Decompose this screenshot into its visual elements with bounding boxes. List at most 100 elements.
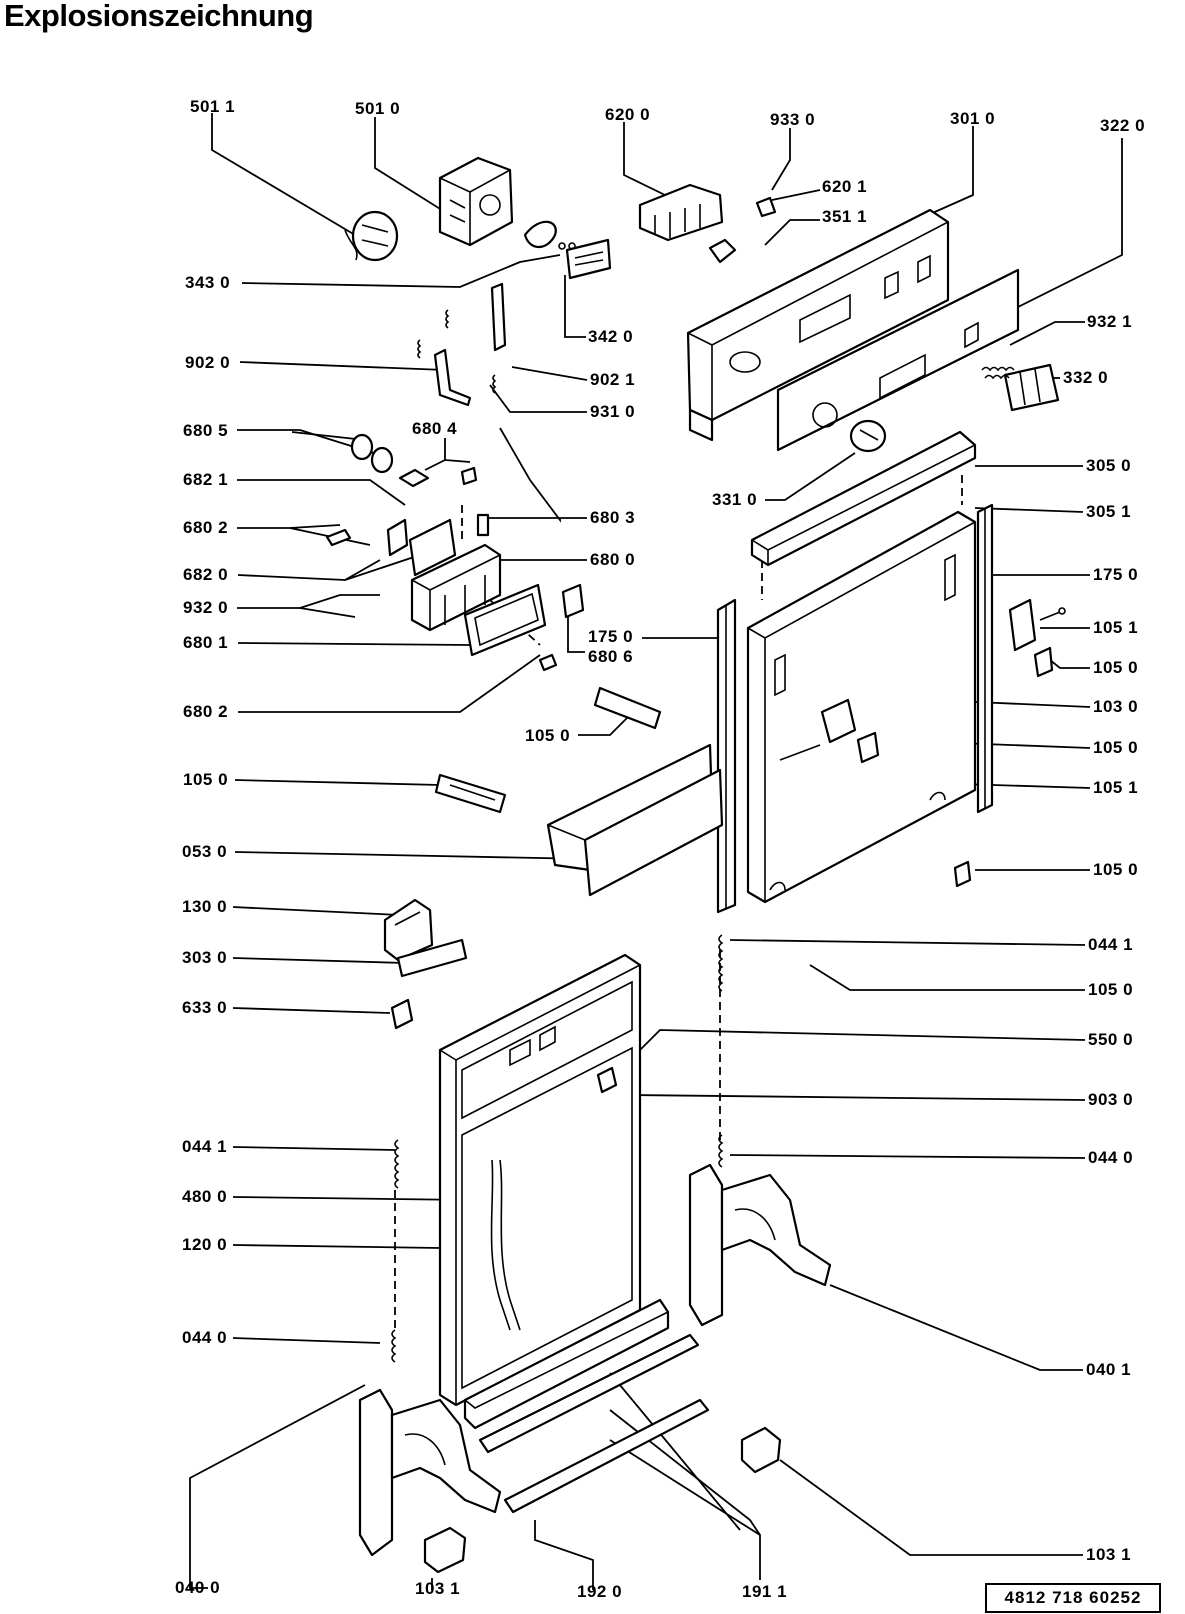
part-label: 620 0	[605, 105, 651, 124]
part-620-0-switch-block	[638, 183, 724, 242]
part-label: 902 1	[590, 370, 636, 389]
part-label: 682 0	[183, 565, 229, 584]
springs	[391, 309, 724, 1363]
part-label: 192 0	[577, 1582, 623, 1601]
part-680-0-dispenser	[410, 543, 502, 632]
part-bottom-strip	[463, 1298, 670, 1430]
part-label: 105 0	[1093, 860, 1139, 879]
part-680-6-clip	[561, 583, 585, 619]
part-label: 322 0	[1100, 116, 1146, 135]
part-305-0-seal-strip	[750, 430, 977, 567]
part-label: 105 1	[1093, 618, 1139, 637]
part-680-5-rings	[350, 433, 394, 474]
part-633-0-clip	[390, 998, 414, 1030]
part-label: 680 5	[183, 421, 229, 440]
part-label: 343 0	[185, 273, 231, 292]
part-label: 103 0	[1093, 697, 1139, 716]
part-label: 105 0	[1093, 738, 1139, 757]
part-332-0-buttons	[1003, 363, 1060, 412]
part-label: 303 0	[182, 948, 228, 967]
part-105-0-clip-a	[1033, 646, 1054, 678]
part-053-0-handle-panel	[546, 743, 724, 897]
part-331-0-knob	[849, 419, 887, 453]
part-label: 342 0	[588, 327, 634, 346]
part-label: 351 1	[822, 207, 868, 226]
part-105-0-clip-b	[856, 731, 880, 764]
part-105-1-hinge-catch	[1008, 598, 1066, 652]
part-label: 105 0	[1093, 658, 1139, 677]
part-label: 305 0	[1086, 456, 1132, 475]
part-680-2-pins	[325, 528, 558, 672]
part-label: 331 0	[712, 490, 758, 509]
part-130-0-lock	[383, 898, 434, 962]
part-label: 103 1	[1086, 1545, 1132, 1564]
part-label: 501 1	[190, 97, 236, 116]
part-label: 040 1	[1086, 1360, 1132, 1379]
part-040-1-hinge-right	[688, 1163, 832, 1327]
part-680-4-parts	[398, 466, 478, 488]
part-label: 680 3	[590, 508, 636, 527]
part-label: 680 0	[590, 550, 636, 569]
part-105-0-hinge-bar	[593, 686, 662, 730]
part-303-0-latch-bar	[396, 938, 468, 978]
part-label: 175 0	[588, 627, 634, 646]
part-label: 105 0	[525, 726, 571, 745]
part-040-0-hinge-left	[358, 1388, 502, 1557]
part-322-0-front-panel	[776, 268, 1020, 452]
part-label: 480 0	[182, 1187, 228, 1206]
part-label: 680 4	[412, 419, 458, 438]
part-480-0-cable	[490, 1159, 521, 1331]
part-301-0-control-panel	[686, 208, 950, 442]
part-175-0-side-strip-right	[976, 503, 994, 814]
part-label: 633 0	[182, 998, 228, 1017]
part-175-0-side-strip-left	[716, 598, 737, 914]
part-label: 680 2	[183, 702, 229, 721]
part-label: 902 0	[185, 353, 231, 372]
part-label: 191 1	[742, 1582, 788, 1601]
part-label: 040 0	[175, 1578, 221, 1597]
part-105-1-latch	[779, 698, 857, 761]
part-501-0-timer	[438, 156, 514, 247]
part-103-1-cap-right	[740, 1426, 782, 1474]
part-342-0-bracket	[565, 238, 612, 280]
part-label: 053 0	[182, 842, 228, 861]
part-191-1-seal	[478, 1333, 700, 1454]
part-label: 044 0	[1088, 1148, 1134, 1167]
part-label: 044 0	[182, 1328, 228, 1347]
part-682-1-cover	[386, 518, 409, 557]
part-label: 120 0	[182, 1235, 228, 1254]
part-label: 932 1	[1087, 312, 1133, 331]
part-550-0-switch	[596, 1066, 618, 1094]
part-501-1-knob	[344, 210, 399, 262]
part-682-0-bracket	[408, 518, 457, 577]
part-192-0-seal	[503, 1398, 710, 1514]
part-label: 301 0	[950, 109, 996, 128]
part-902-0-bracket	[433, 348, 472, 407]
part-label: 305 1	[1086, 502, 1132, 521]
part-343-0-lever	[490, 282, 507, 352]
part-680-1-dispenser-lid	[463, 583, 547, 657]
part-label: 130 0	[182, 897, 228, 916]
part-label: 933 0	[770, 110, 816, 129]
part-105-0-clip-c	[953, 860, 972, 888]
part-103-1-cap-bottom	[423, 1526, 467, 1574]
part-label: 932 0	[183, 598, 229, 617]
part-label: 931 0	[590, 402, 636, 421]
part-label: 044 1	[182, 1137, 228, 1156]
part-label: 682 1	[183, 470, 229, 489]
part-label: 680 2	[183, 518, 229, 537]
part-label: 105 0	[183, 770, 229, 789]
part-label: 550 0	[1088, 1030, 1134, 1049]
part-103-0-outer-door-panel	[746, 510, 977, 904]
part-351-1-clip	[708, 238, 737, 264]
part-680-3-screw	[476, 513, 490, 537]
part-343-0-dial	[523, 220, 576, 250]
part-620-1-clip	[755, 196, 777, 218]
document-number-box: 4812 718 60252	[985, 1583, 1161, 1613]
part-label: 501 0	[355, 99, 401, 118]
page-title: Explosionszeichnung	[4, 0, 314, 33]
part-label: 680 6	[588, 647, 634, 666]
part-label: 175 0	[1093, 565, 1139, 584]
part-932-1-springs	[981, 366, 1015, 380]
part-label: 680 1	[183, 633, 229, 652]
